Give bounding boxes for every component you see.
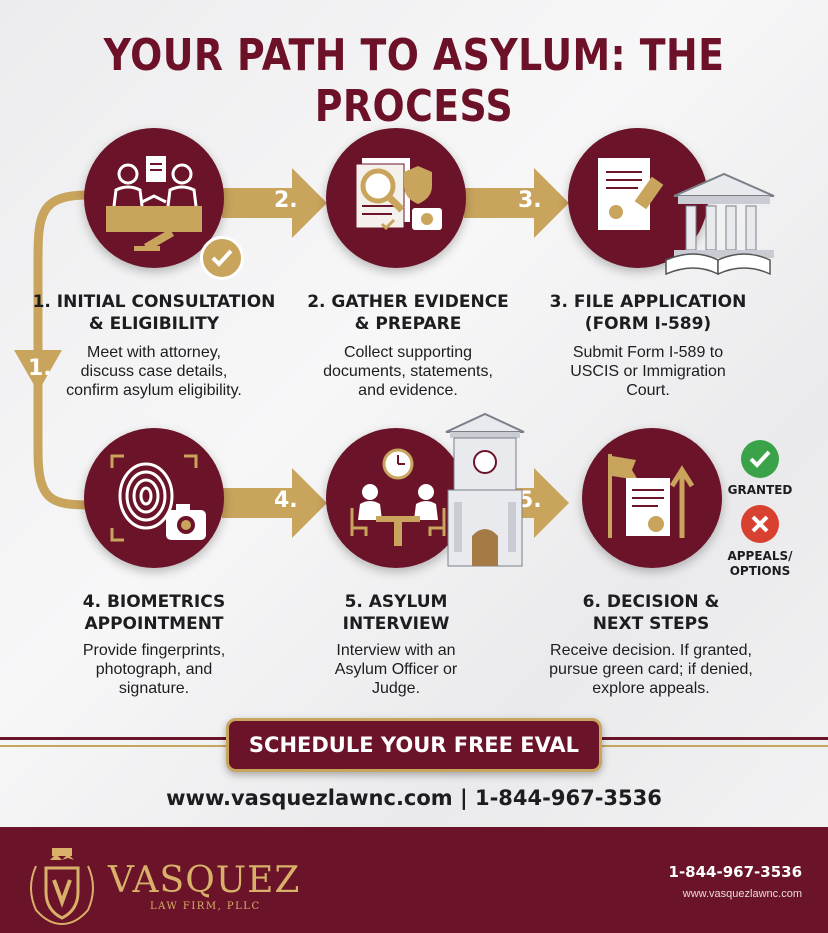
footer-phone[interactable]: 1-844-967-3536 [668, 863, 802, 881]
step-2-circle [326, 128, 466, 268]
divider-right [602, 737, 828, 740]
footer [0, 827, 828, 933]
step-5-circle [326, 428, 466, 568]
page-title: YOUR PATH TO ASYLUM: THE PROCESS [103, 30, 725, 132]
step-2-desc: Collect supporting documents, statements… [278, 343, 538, 400]
step-5-desc-line2: Asylum Officer or [334, 661, 458, 678]
step-2-desc-line2: documents, statements, [323, 363, 493, 380]
arrow-number-4: 4. [274, 488, 298, 513]
step-4-desc-line2: photograph, and [95, 661, 213, 678]
contact-line: www.vasquezlawnc.com | 1-844-967-3536 [166, 786, 662, 810]
step-3-desc-line2: USCIS or Immigration [570, 363, 726, 380]
check-badge [200, 236, 244, 280]
arrow-3 [464, 168, 569, 238]
step-1-title: 1. INITIAL CONSULTATION & ELIGIBILITY [24, 291, 284, 335]
step-6-desc: Receive decision. If granted, pursue gre… [516, 641, 786, 698]
step-6-desc-line3: explore appeals. [592, 680, 710, 697]
footer-url[interactable]: www.vasquezlawnc.com [682, 888, 802, 900]
step-3-title-line1: 3. FILE APPLICATION [549, 292, 747, 312]
appeals-label: APPEALS/ OPTIONS [715, 549, 805, 579]
step-1-circle [84, 128, 224, 268]
consultation-icon [106, 156, 202, 251]
step-4-desc: Provide fingerprints, photograph, and si… [24, 641, 284, 698]
step-4-title-line1: 4. BIOMETRICS [82, 592, 226, 612]
arrow-number-1: 1. [28, 356, 52, 381]
check-icon [211, 249, 233, 267]
fingerprint-icon [110, 454, 206, 542]
divider-left [0, 737, 226, 740]
step-3-desc: Submit Form I-589 to USCIS or Immigratio… [518, 343, 778, 400]
step-5-title: 5. ASYLUM INTERVIEW [266, 591, 526, 635]
schedule-eval-button[interactable]: SCHEDULE YOUR FREE EVAL [226, 718, 602, 772]
application-icon [598, 158, 664, 230]
granted-badge [741, 440, 779, 478]
decision-icon [608, 454, 695, 538]
step-1-title-line1: 1. INITIAL CONSULTATION [32, 292, 276, 312]
step-3-title-line2: (FORM I-589) [584, 314, 712, 334]
arrow-number-5: 5. [518, 488, 542, 513]
appeals-label-line1: APPEALS/ [727, 549, 793, 563]
step-6-desc-line1: Receive decision. If granted, [550, 642, 752, 659]
divider-left-gold [0, 745, 226, 747]
step-5-desc-line1: Interview with an [336, 642, 456, 659]
appeals-badge [741, 505, 779, 543]
brand-subtitle: LAW FIRM, PLLC [150, 901, 261, 912]
courthouse-tower-icon [445, 412, 525, 567]
check-icon [749, 450, 771, 468]
step-3-desc-line3: Court. [626, 382, 670, 399]
step-2-title-line1: 2. GATHER EVIDENCE [307, 292, 509, 312]
step-2-title: 2. GATHER EVIDENCE & PREPARE [278, 291, 538, 335]
step-3-title: 3. FILE APPLICATION (FORM I-589) [518, 291, 778, 335]
step-5-title-line1: 5. ASYLUM [344, 592, 448, 612]
step-2-title-line2: & PREPARE [354, 314, 462, 334]
step-4-title: 4. BIOMETRICS APPOINTMENT [24, 591, 284, 635]
arrow-2 [222, 168, 327, 238]
divider-right-gold [602, 745, 828, 747]
step-6-title-line1: 6. DECISION & [582, 592, 720, 612]
arrow-number-2: 2. [274, 188, 298, 213]
step-2-desc-line1: Collect supporting [343, 344, 473, 361]
step-2-desc-line3: and evidence. [358, 382, 458, 399]
step-1-title-line2: & ELIGIBILITY [88, 314, 220, 334]
step-4-desc-line1: Provide fingerprints, [82, 642, 226, 659]
step-1-desc-line2: discuss case details, [80, 363, 228, 380]
step-4-circle [84, 428, 224, 568]
brand-name: VASQUEZ [108, 860, 301, 901]
step-1-desc-line1: Meet with attorney, [87, 344, 221, 361]
step-5-desc-line3: Judge. [371, 680, 421, 697]
step-4-desc-line3: signature. [118, 680, 190, 697]
appeals-label-line2: OPTIONS [729, 564, 791, 578]
step-1-desc: Meet with attorney, discuss case details… [24, 343, 284, 400]
granted-label: GRANTED [727, 483, 793, 497]
arrow-number-3: 3. [518, 188, 542, 213]
step-6-desc-line2: pursue green card; if denied, [549, 661, 753, 678]
step-1-desc-line3: confirm asylum eligibility. [66, 382, 242, 399]
law-firm-logo-icon [30, 848, 94, 926]
step-6-circle [582, 428, 722, 568]
x-icon [751, 515, 769, 533]
step-5-desc: Interview with an Asylum Officer or Judg… [266, 641, 526, 698]
step-5-title-line2: INTERVIEW [342, 614, 450, 634]
interview-icon [350, 448, 446, 546]
arrow-4 [222, 468, 327, 538]
step-6-title: 6. DECISION & NEXT STEPS [521, 591, 781, 635]
step-6-title-line2: NEXT STEPS [592, 614, 710, 634]
evidence-icon [355, 158, 442, 231]
courthouse-icon [665, 172, 775, 276]
step-4-title-line2: APPOINTMENT [84, 614, 224, 634]
step-3-desc-line1: Submit Form I-589 to [572, 344, 724, 361]
